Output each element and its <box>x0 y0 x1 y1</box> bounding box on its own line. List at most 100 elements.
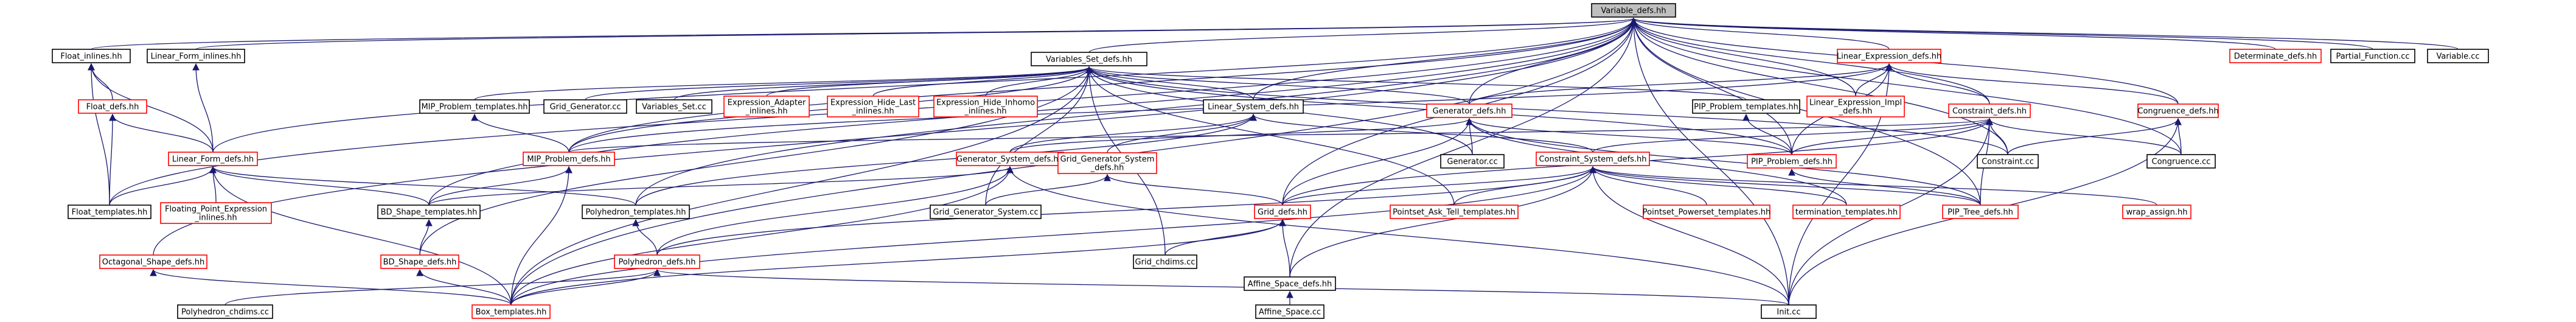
node-floating-point-expression-inlines[interactable]: Floating_Point_Expression_inlines.hh <box>160 202 272 224</box>
node-mip-problem-defs[interactable]: MIP_Problem_defs.hh <box>523 152 615 166</box>
node-bd-shape-defs[interactable]: BD_Shape_defs.hh <box>380 254 459 269</box>
edge-affine_space_defs-to-constraint_system_defs <box>1289 166 1596 278</box>
node-linear-expression-defs[interactable]: Linear_Expression_defs.hh <box>1837 49 1941 63</box>
node-polyhedron-defs[interactable]: Polyhedron_defs.hh <box>614 254 700 269</box>
node-generator-cc[interactable]: Generator.cc <box>1440 154 1505 169</box>
node-box <box>472 304 551 319</box>
edge-grid_generator_system_cc-to-variables_set_defs <box>985 66 1093 206</box>
node-pointset-powerset-templates[interactable]: Pointset_Powerset_templates.hh <box>1643 205 1770 219</box>
node-grid-generator-system-cc[interactable]: Grid_Generator_System.cc <box>930 205 1042 219</box>
node-label: Grid_Generator_System <box>1060 155 1155 164</box>
node-box-templates[interactable]: Box_templates.hh <box>472 304 551 319</box>
edge-box_templates-to-grid_defs <box>510 219 1286 306</box>
node-bd-shape-templates[interactable]: BD_Shape_templates.hh <box>377 205 481 219</box>
node-box <box>1977 154 2039 169</box>
node-partial-function[interactable]: Partial_Function.cc <box>2330 49 2415 63</box>
node-label: wrap_assign.hh <box>2126 208 2188 217</box>
node-affine-space-defs[interactable]: Affine_Space_defs.hh <box>1244 276 1336 291</box>
edge-polyhedron_templates-to-variable_defs <box>635 17 1637 206</box>
node-box <box>1591 3 1676 18</box>
node-box <box>1536 152 1650 166</box>
edge-grid_defs-to-constraint_system_defs <box>1282 166 1596 206</box>
node-octagonal-shape-defs[interactable]: Octagonal_Shape_defs.hh <box>99 254 207 269</box>
edge-init_cc-to-variable_defs <box>1630 17 1789 306</box>
node-expression-adapter-inlines[interactable]: Expression_Adapter_inlines.hh <box>723 96 810 117</box>
node-expression-hide-last-inlines[interactable]: Expression_Hide_Last_inlines.hh <box>827 96 919 117</box>
node-determinate-defs[interactable]: Determinate_defs.hh <box>2229 49 2322 63</box>
node-box <box>1203 99 1304 114</box>
node-pointset-ask-tell-templates[interactable]: Pointset_Ask_Tell_templates.hh <box>1390 205 1519 219</box>
node-affine-space-cc[interactable]: Affine_Space.cc <box>1255 304 1325 319</box>
node-variables-set-cc[interactable]: Variables_Set.cc <box>636 99 712 114</box>
node-box <box>1244 276 1336 291</box>
edge-float_templates-to-linear_form_defs <box>109 166 217 206</box>
node-box <box>933 96 1038 117</box>
node-grid-generator-cc[interactable]: Grid_Generator.cc <box>543 99 627 114</box>
node-constraint-defs[interactable]: Constraint_defs.hh <box>1948 103 2031 118</box>
node-float-templates[interactable]: Float_templates.hh <box>68 205 151 219</box>
node-congruence-cc[interactable]: Congruence.cc <box>2146 154 2216 169</box>
node-label: MIP_Problem_templates.hh <box>421 103 527 112</box>
edge-constraint_system_defs-to-constraint_defs <box>1592 117 1993 153</box>
node-box <box>68 205 151 219</box>
edge-termination_templates-to-generator_defs <box>1466 117 1847 206</box>
node-box <box>160 202 272 224</box>
node-float-defs[interactable]: Float_defs.hh <box>78 99 147 114</box>
node-pip-tree-defs[interactable]: PIP_Tree_defs.hh <box>1942 205 2019 219</box>
node-linear-form-defs[interactable]: Linear_Form_defs.hh <box>168 152 258 166</box>
node-label: Generator_System_defs.hh <box>956 155 1063 164</box>
node-generator-defs[interactable]: Generator_defs.hh <box>1426 103 1513 118</box>
node-label: Variables_Set_defs.hh <box>1046 55 1132 65</box>
node-constraint-system-defs[interactable]: Constraint_System_defs.hh <box>1536 152 1650 166</box>
node-pip-problem-defs[interactable]: PIP_Problem_defs.hh <box>1747 154 1837 169</box>
node-generator-system-defs[interactable]: Generator_System_defs.hh <box>956 152 1064 166</box>
edge-pip_problem_defs-to-pip_problem_templates <box>1742 113 1792 155</box>
node-variable-cc[interactable]: Variable.cc <box>2427 49 2489 63</box>
node-label: Variable_defs.hh <box>1601 7 1666 16</box>
edge-bd_shape_templates-to-mip_problem_defs <box>428 166 573 206</box>
node-label: Constraint_System_defs.hh <box>1539 155 1646 164</box>
node-linear-form-inlines[interactable]: Linear_Form_inlines.hh <box>147 49 245 63</box>
edge-linear_expression_defs-to-variable_defs <box>1630 17 1890 50</box>
node-mip-problem-templates[interactable]: MIP_Problem_templates.hh <box>419 99 530 114</box>
node-label: _inlines.hh <box>851 107 894 116</box>
node-box <box>543 99 627 114</box>
node-congruence-defs[interactable]: Congruence_defs.hh <box>2137 103 2219 118</box>
node-linear-system-defs[interactable]: Linear_System_defs.hh <box>1203 99 1304 114</box>
node-termination-templates[interactable]: termination_templates.hh <box>1792 205 1901 219</box>
node-variables-set-defs[interactable]: Variables_Set_defs.hh <box>1031 52 1147 66</box>
node-pip-problem-templates[interactable]: PIP_Problem_templates.hh <box>1692 99 1800 114</box>
node-expression-hide-inhomo-inlines[interactable]: Expression_Hide_Inhomo_inlines.hh <box>933 96 1038 117</box>
node-init-cc[interactable]: Init.cc <box>1761 304 1817 319</box>
node-grid-generator-system-defs[interactable]: Grid_Generator_System_defs.hh <box>1057 152 1157 174</box>
edge-box_templates-to-variables_set_defs <box>510 66 1093 306</box>
node-label: Affine_Space_defs.hh <box>1248 280 1332 289</box>
node-label: Floating_Point_Expression <box>165 205 267 214</box>
node-label: Congruence.cc <box>2152 158 2211 167</box>
node-constraint-cc[interactable]: Constraint.cc <box>1977 154 2039 169</box>
node-variable-defs[interactable]: Variable_defs.hh <box>1591 3 1676 18</box>
node-label: Box_templates.hh <box>476 308 547 317</box>
edge-polyhedron_defs-to-constraint_system_defs <box>656 166 1596 256</box>
node-label: MIP_Problem_defs.hh <box>527 155 610 164</box>
edge-pointset_ask_tell_templates-to-constraint_system_defs <box>1453 166 1596 206</box>
edge-grid_chdims-to-grid_defs <box>1164 219 1286 256</box>
node-label: Constraint.cc <box>1982 158 2034 167</box>
edge-init_cc-to-polyhedron_defs <box>653 268 1789 306</box>
node-box <box>1031 52 1147 66</box>
edge-grid_defs-to-grid_generator_system_defs <box>1104 173 1283 206</box>
node-wrap-assign[interactable]: wrap_assign.hh <box>2122 205 2191 219</box>
node-grid-chdims[interactable]: Grid_chdims.cc <box>1133 254 1197 269</box>
node-label: Expression_Hide_Inhomo <box>936 99 1035 108</box>
node-box <box>168 152 258 166</box>
node-polyhedron-chdims[interactable]: Polyhedron_chdims.cc <box>177 304 273 319</box>
edge-variables_set_defs-to-variable_defs <box>1088 17 1637 53</box>
edge-pointset_powerset_templates-to-constraint_system_defs <box>1589 166 1707 206</box>
node-float-inlines[interactable]: Float_inlines.hh <box>52 49 131 63</box>
edge-expression_adapter_inlines-to-variables_set_defs <box>766 66 1093 97</box>
edge-polyhedron_templates-to-linear_system_defs <box>635 113 1257 206</box>
node-linear-expression-impl-defs[interactable]: Linear_Expression_Impl_defs.hh <box>1806 96 1905 117</box>
node-polyhedron-templates[interactable]: Polyhedron_templates.hh <box>582 205 690 219</box>
edge-pip_problem_defs-to-constraint_defs <box>1791 117 1993 155</box>
node-grid-defs[interactable]: Grid_defs.hh <box>1254 205 1311 219</box>
